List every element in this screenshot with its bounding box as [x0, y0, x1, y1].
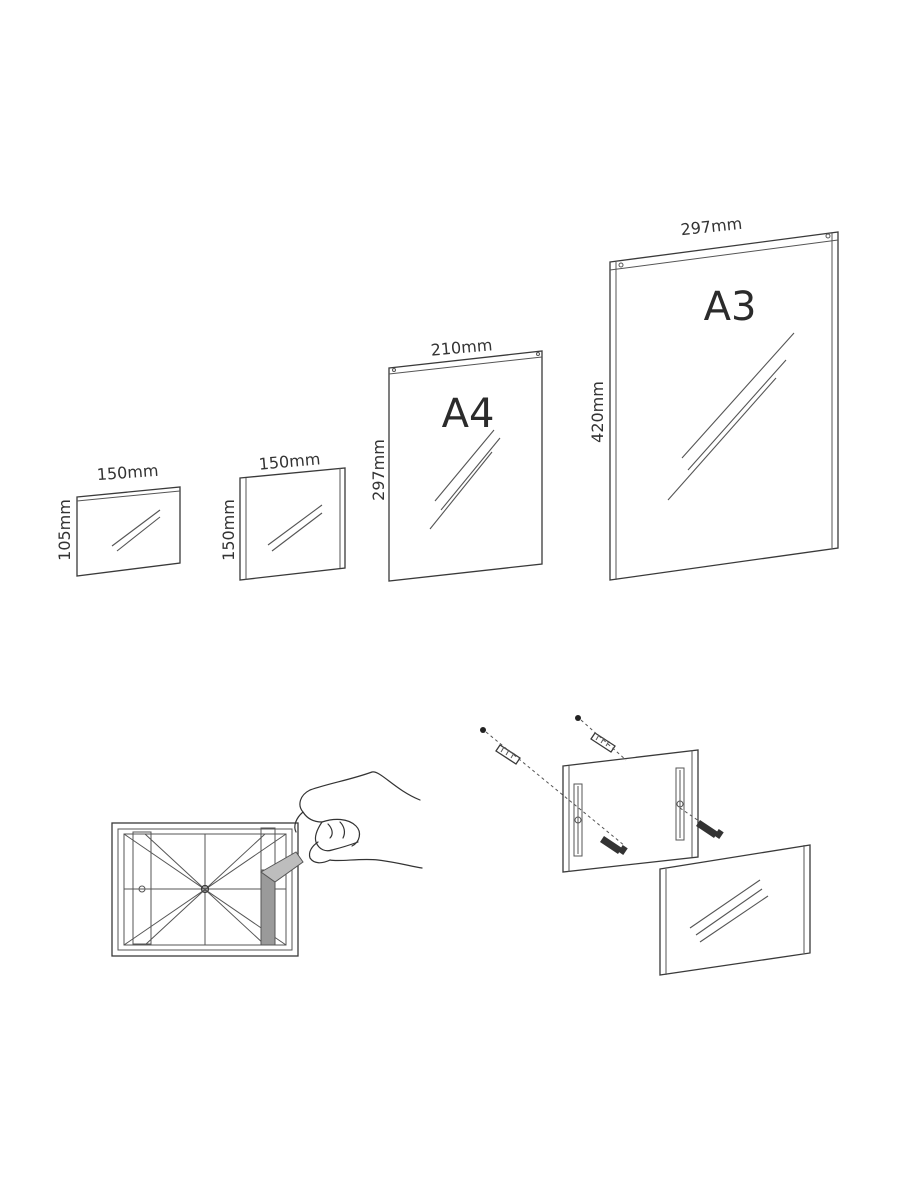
drill-hole-icon	[480, 727, 486, 733]
frame-a4-height-label: 297mm	[369, 439, 388, 501]
frame-150x150: 150mm 150mm	[219, 449, 346, 581]
frame-a3-height-label: 420mm	[588, 381, 607, 443]
frame-a3: A3 297mm 420mm	[588, 214, 839, 581]
wall-plug-icon	[495, 744, 521, 765]
frame-2-height-label: 150mm	[219, 499, 238, 561]
adhesive-tape	[260, 869, 276, 946]
frame-a4-width-label: 210mm	[430, 335, 493, 359]
frame-a3-format-label: A3	[704, 284, 757, 330]
frame-2-width-label: 150mm	[258, 449, 321, 473]
frame-150x105: 150mm 105mm	[55, 461, 181, 577]
screw-icon	[696, 820, 724, 839]
wall-plug-icon	[590, 732, 616, 753]
frame-a3-width-label: 297mm	[680, 214, 743, 239]
screw-mounting-illustration	[480, 715, 811, 976]
frame-a4-format-label: A4	[442, 391, 495, 437]
drill-hole-icon	[575, 715, 581, 721]
frame-a4: A4 210mm 297mm	[369, 335, 543, 582]
frame-1-height-label: 105mm	[55, 499, 74, 561]
hand-icon	[294, 771, 423, 869]
tape-mounting-illustration	[111, 771, 423, 957]
frame-1-width-label: 150mm	[96, 461, 159, 484]
screw-icon	[600, 836, 628, 855]
